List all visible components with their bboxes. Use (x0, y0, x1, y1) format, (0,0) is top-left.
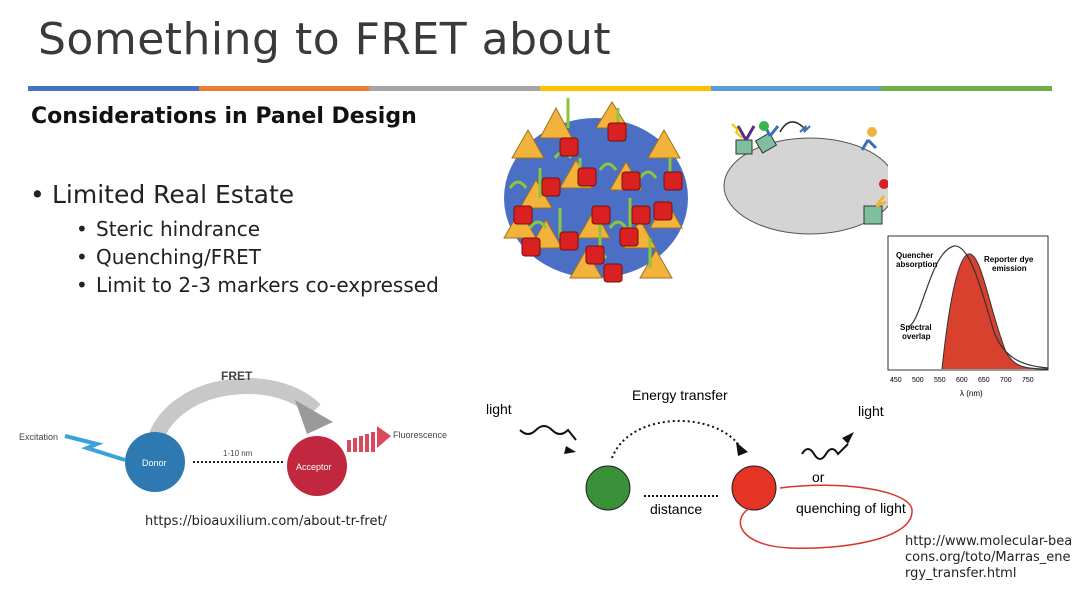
light-right-label: light (858, 403, 884, 419)
excitation-bolt-icon (64, 434, 126, 462)
transfer-arrowhead (736, 442, 748, 456)
reporter-label-2: emission (992, 264, 1027, 273)
donor-circle (125, 432, 185, 492)
fluorescence-arrow-icon (347, 426, 391, 452)
accent-segment (369, 86, 541, 91)
antibody-markers (731, 121, 888, 225)
accent-segment (710, 86, 882, 91)
bullet-main: •Limited Real Estate (30, 180, 295, 209)
transfer-arc (611, 420, 743, 459)
bullet-list: •Limited Real Estate •Steric hindrance •… (30, 180, 439, 299)
overlap-label: Spectral (900, 323, 932, 332)
excitation-label: Excitation (19, 432, 58, 442)
sub-bullet: •Quenching/FRET (76, 245, 261, 269)
fret-donor-acceptor-diagram: FRET Excitation Donor 1-10 nm Acceptor F… (19, 369, 447, 496)
energy-transfer-label: Energy transfer (632, 387, 728, 403)
quencher-label: Quencher (896, 251, 933, 260)
acceptor-label: Acceptor (296, 462, 332, 472)
emitted-light-icon (801, 443, 849, 460)
incoming-light-arrowhead (564, 446, 576, 454)
acceptor-circle (287, 436, 347, 496)
x-tick: 650 (978, 377, 990, 384)
x-tick: 600 (956, 377, 968, 384)
sub-bullet-text: Quenching/FRET (96, 245, 261, 269)
sub-bullet: •Limit to 2-3 markers co-expressed (76, 273, 439, 297)
slide-title: Something to FRET about (38, 14, 612, 65)
sub-bullet-text: Steric hindrance (96, 217, 261, 241)
emitted-light-arrowhead (842, 432, 854, 444)
quencher-label-2: absorption (896, 260, 937, 269)
reporter-emission-curve (941, 253, 1049, 370)
fret-label: FRET (221, 369, 253, 383)
accent-segment (540, 86, 711, 91)
donor-green-circle (585, 465, 631, 511)
reporter-label: Reporter dye (984, 255, 1034, 264)
or-label: or (812, 469, 825, 485)
slide-subtitle: Considerations in Panel Design (31, 104, 417, 129)
quencher-absorption-curve (907, 245, 1049, 369)
x-tick-labels: 450 500 550 600 650 700 750 (890, 377, 1034, 384)
sub-bullet-list: •Steric hindrance •Quenching/FRET •Limit… (76, 215, 439, 299)
reporter-emission-area (942, 253, 1048, 369)
sub-bullet: •Steric hindrance (76, 217, 261, 241)
grey-cell (723, 137, 888, 235)
accent-segment (198, 86, 370, 91)
distance-label: 1-10 nm (223, 449, 253, 458)
source-url-molecular-beacons[interactable]: http://www.molecular-beacons.org/toto/Ma… (905, 534, 1073, 581)
quenching-loop (739, 484, 913, 549)
accent-segment (881, 86, 1053, 91)
x-tick: 750 (1022, 377, 1034, 384)
incoming-light-icon (519, 425, 577, 441)
x-axis-label: λ (nm) (960, 389, 983, 398)
source-url-bioauxilium[interactable]: https://bioauxilium.com/about-tr-fret/ (145, 514, 387, 529)
fluorescence-label: Fluorescence (393, 430, 447, 440)
x-tick: 550 (934, 377, 946, 384)
accent-segment (28, 86, 199, 91)
fret-arc (147, 378, 321, 444)
spectral-overlap-plot: Quencher absorption Reporter dye emissio… (887, 235, 1049, 398)
fret-arrowhead (295, 400, 333, 434)
distance-label: distance (650, 501, 702, 517)
x-tick: 700 (1000, 377, 1012, 384)
overlap-label-2: overlap (902, 332, 931, 341)
x-tick: 450 (890, 377, 902, 384)
cell-antibody-illustration (723, 121, 888, 235)
quenching-label: quenching of light (796, 500, 906, 516)
light-left-label: light (486, 401, 512, 417)
sub-bullet-text: Limit to 2-3 markers co-expressed (96, 273, 439, 297)
x-tick: 500 (912, 377, 924, 384)
energy-transfer-diagram: light Energy transfer distance light or … (486, 387, 913, 549)
bullet-main-text: Limited Real Estate (52, 180, 295, 209)
donor-label: Donor (142, 458, 167, 468)
crowded-cell-illustration (503, 98, 688, 283)
acceptor-red-circle (731, 465, 777, 511)
antigen-markers (503, 98, 683, 283)
accent-bar (28, 86, 1053, 91)
